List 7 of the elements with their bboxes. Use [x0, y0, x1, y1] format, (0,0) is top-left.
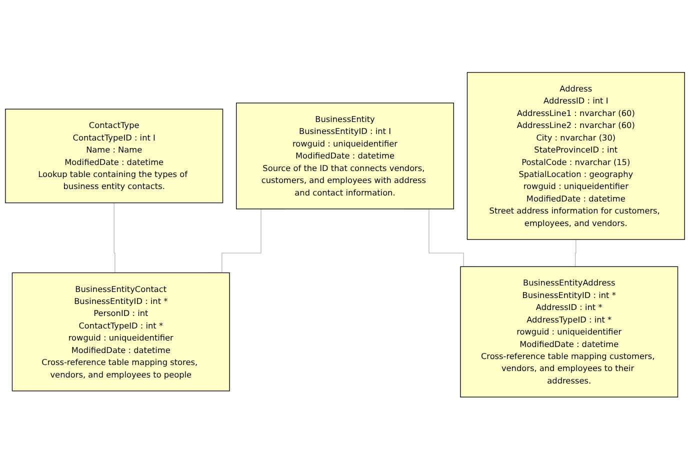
node-box: Address AddressID : int I AddressLine1 : nvarchar (60) AddressLine2 : nvarchar (60) City : nvarchar (30) StateProvinceID : int PostalCode : nvarchar (15) SpatialLocation : geography rowguid : uniqueidentifier ModifiedDate : datetime Street address information for customers, employees, and vendors.	[466, 72, 685, 240]
node-box: BusinessEntity BusinessEntityID : int I rowguid : uniqueidentifier ModifiedDate : datetime Source of the ID that connects vendors, customers, and employees with address and contact information.	[236, 102, 454, 210]
node-box: BusinessEntityContact BusinessEntityID : int * PersonID : int ContactTypeID : int * rowguid : uniqueidentifier ModifiedDate : datetime Cross-reference table mapping stores, vendors, and employees to people	[12, 272, 230, 392]
node-box: ContactType ContactTypeID : int I Name : Name ModifiedDate : datetime Lookup table containing the types of business entity contacts.	[5, 109, 224, 204]
connector	[574, 239, 576, 268]
connector	[114, 202, 116, 274]
node-box: BusinessEntityAddress BusinessEntityID : int * AddressID : int * AddressTypeID : int * rowguid : uniqueidentifier ModifiedDate : datetime Cross-reference table mapping customers, vendors, and employees to their addresses.	[460, 266, 678, 398]
